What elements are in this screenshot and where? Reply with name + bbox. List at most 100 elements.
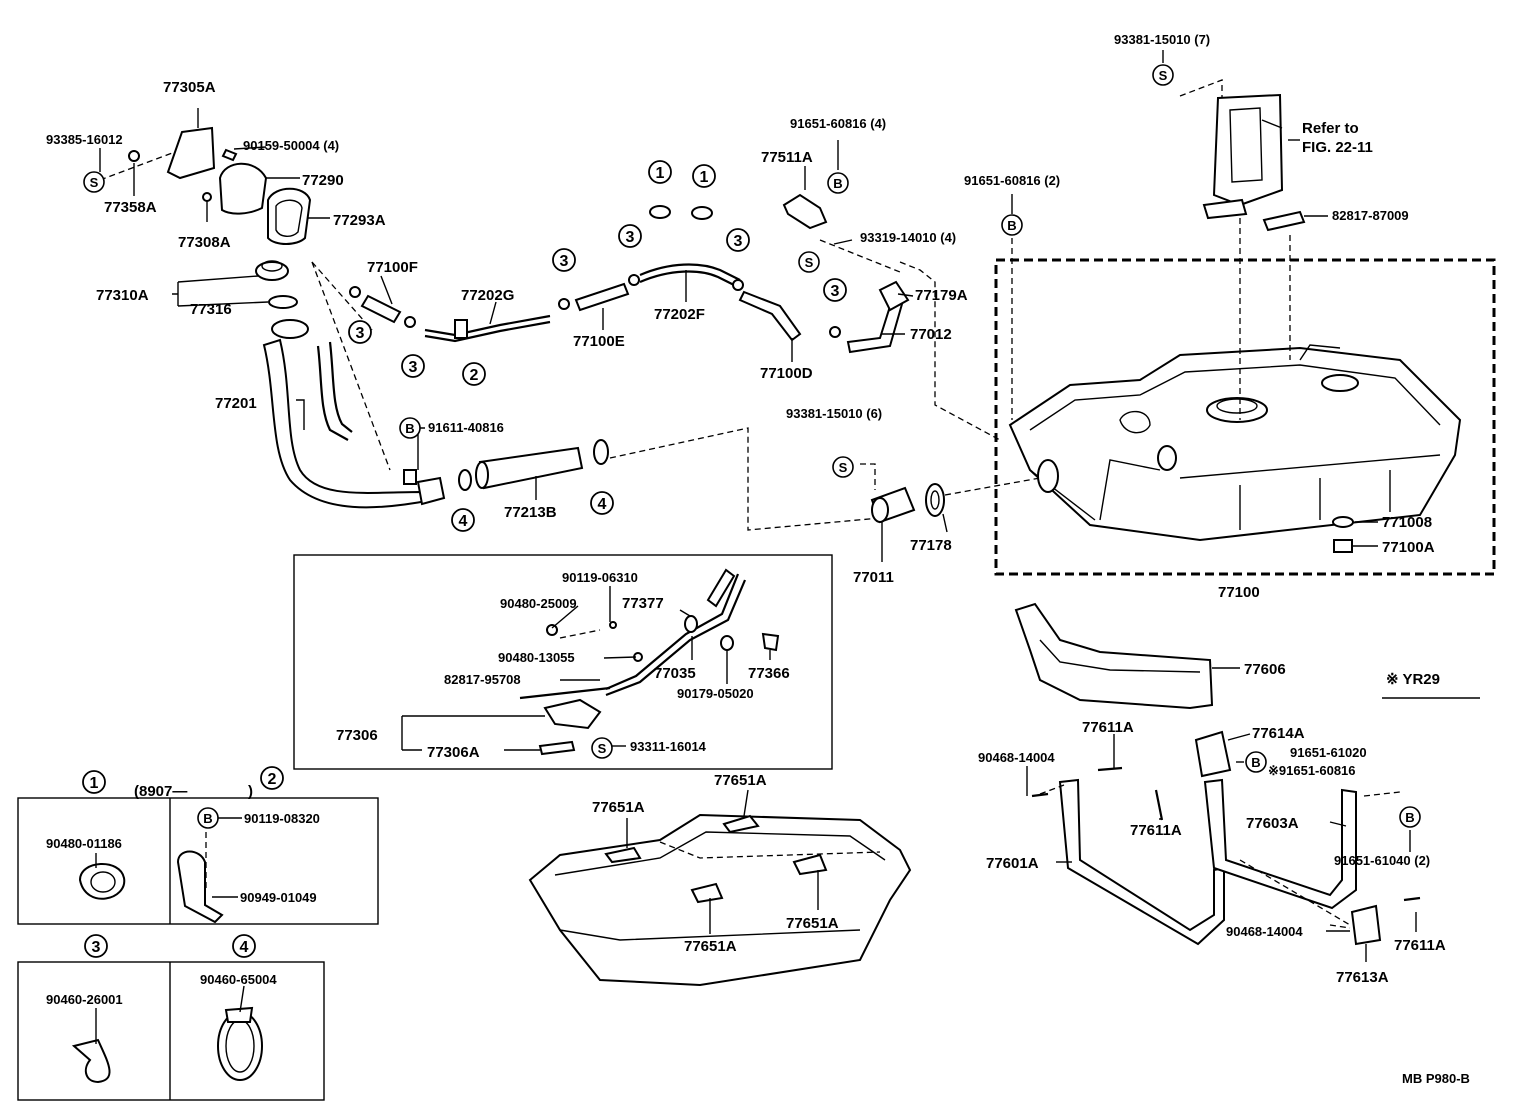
s-marker: S xyxy=(798,251,820,273)
label-77310A: 77310A xyxy=(96,287,149,304)
label-77511A: 77511A xyxy=(761,149,813,166)
callout-1: 1 xyxy=(648,160,672,184)
callout-3: 3 xyxy=(726,228,750,252)
b-marker: B xyxy=(827,172,849,194)
b-marker: B xyxy=(1001,214,1023,236)
label-90468-14004: 90468-14004 xyxy=(978,750,1055,765)
svg-text:3: 3 xyxy=(831,283,840,300)
label-77377: 77377 xyxy=(622,595,664,612)
label-91651-61020: 91651-61020 xyxy=(1290,745,1367,760)
svg-text:2: 2 xyxy=(268,771,277,788)
label-77100F: 77100F xyxy=(367,259,418,276)
label-77100A: 77100A xyxy=(1382,539,1435,556)
s-marker: S xyxy=(832,456,854,478)
svg-text:B: B xyxy=(1007,218,1016,233)
label-77614A: 77614A xyxy=(1252,725,1305,742)
svg-text:S: S xyxy=(90,175,99,190)
label-77100D: 77100D xyxy=(760,365,813,382)
hose-77100F xyxy=(360,294,402,324)
label-90119-08320: 90119-08320 xyxy=(244,811,320,826)
gasket-82817-87009 xyxy=(1262,210,1306,232)
hoses-group xyxy=(349,239,1001,441)
label-77651A: 77651A xyxy=(592,799,645,816)
svg-text:4: 4 xyxy=(459,513,468,530)
label-91651-60816-4: 91651-60816 (4) xyxy=(790,116,886,131)
label-77305A: 77305A xyxy=(163,79,216,96)
bumper-77358A xyxy=(128,150,140,162)
label-91611-40816: 91611-40816 xyxy=(428,420,504,435)
grommet-1a xyxy=(649,205,671,219)
gauge-parts xyxy=(519,568,780,756)
label-77011: 77011 xyxy=(853,569,894,586)
callout-3: 3 xyxy=(348,320,372,344)
label-91651-60816-2: 91651-60816 (2) xyxy=(964,173,1060,188)
lower-tank-pads xyxy=(528,813,912,987)
label-8907: (8907— xyxy=(134,783,187,800)
subassembly-box xyxy=(293,554,833,770)
label-77603A: 77603A xyxy=(1246,815,1299,832)
s-marker: S xyxy=(591,737,613,759)
label-8907-close: ) xyxy=(248,783,253,800)
grommet-1b xyxy=(691,206,713,220)
bracket-77613A xyxy=(1350,904,1382,946)
callout-3: 3 xyxy=(552,248,576,272)
protector-77606 xyxy=(1014,602,1214,710)
svg-text:2: 2 xyxy=(470,367,479,384)
label-90159-50004: 90159-50004 (4) xyxy=(243,138,339,153)
clamp-90949 xyxy=(176,850,224,924)
label-77651A: 77651A xyxy=(786,915,839,932)
band-77601A xyxy=(1058,778,1225,946)
detail-box-3-4 xyxy=(17,961,325,1101)
label-93381-15010-7: 93381-15010 (7) xyxy=(1114,32,1210,47)
label-77306A: 77306A xyxy=(427,744,480,761)
hose-77100D xyxy=(738,290,802,342)
label-90949-01049: 90949-01049 xyxy=(240,890,317,905)
s-marker: S xyxy=(83,171,105,193)
label-90119-06310: 90119-06310 xyxy=(562,570,638,585)
screw-77308A xyxy=(202,192,212,202)
svg-text:1: 1 xyxy=(700,169,709,186)
label-77611A: 77611A xyxy=(1394,937,1446,954)
b-marker: B xyxy=(1245,751,1267,773)
svg-text:B: B xyxy=(1251,755,1260,770)
label-93319-14010: 93319-14010 (4) xyxy=(860,230,956,245)
label-91651-60816-star: ※91651-60816 xyxy=(1268,763,1356,778)
inlet-hose-group xyxy=(458,427,881,531)
label-77179A: 77179A xyxy=(915,287,968,304)
label-77035: 77035 xyxy=(654,665,696,682)
label-77202F: 77202F xyxy=(654,306,705,323)
label-90468-14004: 90468-14004 xyxy=(1226,924,1303,939)
callout-2: 2 xyxy=(260,766,284,790)
label-77358A: 77358A xyxy=(104,199,157,216)
svg-text:S: S xyxy=(598,741,607,756)
label-77611A: 77611A xyxy=(1130,822,1182,839)
label-77100E: 77100E xyxy=(573,333,625,350)
label-77308A: 77308A xyxy=(178,234,231,251)
svg-text:B: B xyxy=(1405,810,1414,825)
label-82817-95708: 82817-95708 xyxy=(444,672,521,687)
label-82817-87009: 82817-87009 xyxy=(1332,208,1409,223)
callout-2: 2 xyxy=(462,362,486,386)
label-90480-01186: 90480-01186 xyxy=(46,836,122,851)
clip-90460-26001 xyxy=(71,1038,111,1084)
label-93385-16012: 93385-16012 xyxy=(46,132,123,147)
callout-1: 1 xyxy=(692,164,716,188)
label-90460-65004: 90460-65004 xyxy=(200,972,277,987)
b-marker: B xyxy=(399,417,421,439)
b-marker: B xyxy=(1399,806,1421,828)
callout-3: 3 xyxy=(618,224,642,248)
svg-text:3: 3 xyxy=(92,939,101,956)
callout-3: 3 xyxy=(84,934,108,958)
label-77293A: 77293A xyxy=(333,212,386,229)
svg-text:S: S xyxy=(1159,68,1168,83)
label-77651A: 77651A xyxy=(684,938,737,955)
label-77611A: 77611A xyxy=(1082,719,1134,736)
callout-1: 1 xyxy=(82,770,106,794)
bracket-77614A xyxy=(1194,730,1232,778)
filler-door-77305A xyxy=(166,126,216,180)
svg-text:B: B xyxy=(405,421,414,436)
svg-text:1: 1 xyxy=(90,775,99,792)
label-77201: 77201 xyxy=(215,395,257,412)
svg-text:S: S xyxy=(805,255,814,270)
